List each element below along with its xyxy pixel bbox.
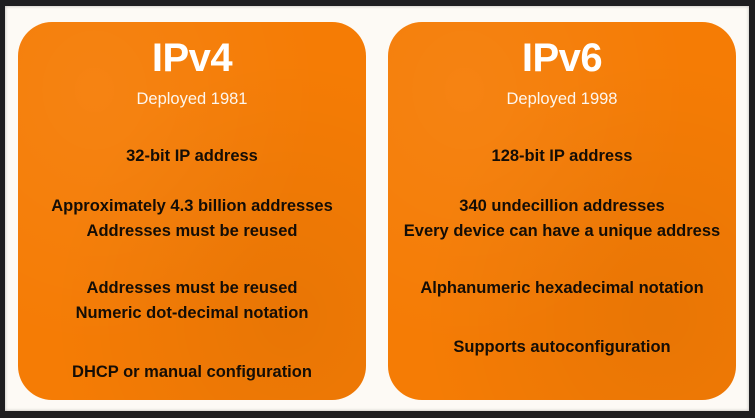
fact-line: 32-bit IP address (126, 146, 258, 165)
panel-ipv6-block-1: 128-bit IP address (388, 144, 736, 169)
fact-line: Alphanumeric hexadecimal notation (420, 278, 704, 297)
fact-line: Every device can have a unique address (403, 221, 721, 240)
fact-line: Supports autoconfiguration (453, 337, 671, 356)
panel-ipv6-block-3: Alphanumeric hexadecimal notation (388, 276, 736, 301)
panels-container: IPv4 Deployed 1981 32-bit IP address App… (5, 6, 749, 411)
panel-ipv4-block-1: 32-bit IP address (18, 144, 366, 169)
panel-ipv4: IPv4 Deployed 1981 32-bit IP address App… (18, 22, 366, 400)
fact-line: DHCP or manual configuration (72, 362, 312, 381)
panel-ipv6-title: IPv6 (521, 36, 603, 80)
panel-ipv6-subtitle: Deployed 1998 (506, 90, 618, 108)
panel-ipv4-block-2: Approximately 4.3 billion addresses Addr… (18, 194, 366, 244)
panel-ipv6-block-4: Supports autoconfiguration (388, 335, 736, 360)
panel-ipv4-block-4: DHCP or manual configuration (18, 360, 366, 385)
fact-line: Approximately 4.3 billion addresses (51, 196, 333, 215)
panel-ipv4-title: IPv4 (151, 36, 233, 80)
panel-ipv6: IPv6 Deployed 1998 128-bit IP address 34… (388, 22, 736, 400)
panel-ipv4-subtitle: Deployed 1981 (136, 90, 248, 108)
panel-ipv6-block-2: 340 undecillion addresses Every device c… (388, 194, 736, 244)
fact-line: Numeric dot-decimal notation (75, 303, 309, 322)
fact-line: 340 undecillion addresses (459, 196, 665, 215)
fact-line: Addresses must be reused (86, 278, 298, 297)
panel-ipv4-block-3: Addresses must be reused Numeric dot-dec… (18, 276, 366, 326)
fact-line: 128-bit IP address (491, 146, 633, 165)
fact-line: Addresses must be reused (86, 221, 298, 240)
